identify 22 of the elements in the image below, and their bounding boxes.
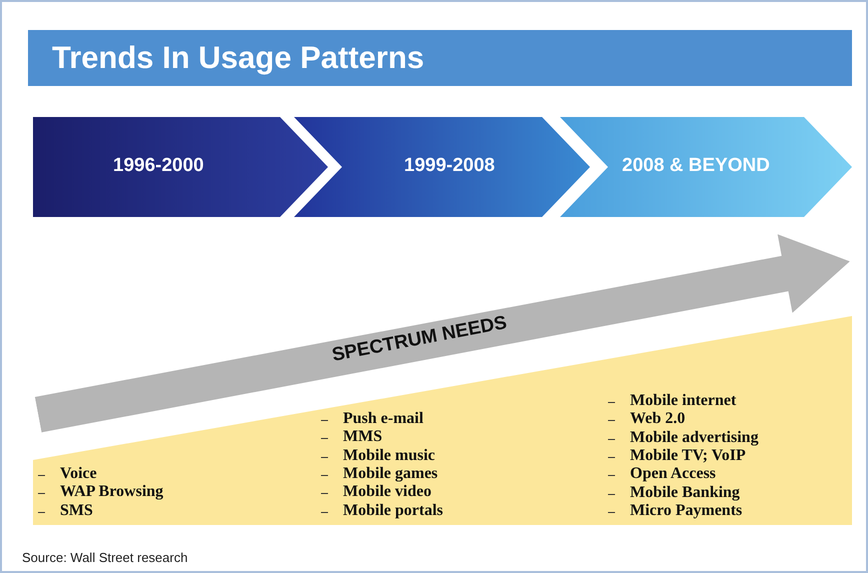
list-item: Micro Payments	[630, 502, 742, 520]
list-item: Mobile music	[343, 446, 435, 465]
arrow-label: SPECTRUM NEEDS	[330, 312, 509, 367]
list-item: Open Access	[630, 465, 716, 484]
title-bar: Trends In Usage Patterns	[28, 30, 852, 86]
list-item: SMS	[60, 502, 93, 520]
list-item: Mobile TV; VoIP	[630, 446, 746, 465]
period-label: 1996-2000	[113, 155, 204, 177]
list-item: Mobile internet	[630, 392, 736, 410]
list-item: Push e-mail	[343, 410, 424, 428]
period-label: 2008 & BEYOND	[622, 155, 770, 177]
list-item: MMS	[343, 428, 382, 446]
list-item: Mobile advertising	[630, 428, 758, 447]
period-label: 1999-2008	[404, 155, 495, 177]
list-item: Mobile portals	[343, 502, 443, 520]
list-item: Voice	[60, 465, 97, 483]
source-note: Source: Wall Street research	[22, 550, 188, 565]
list-item: Web 2.0	[630, 410, 686, 428]
list-item: Mobile games	[343, 464, 438, 483]
list-item: WAP Browsing	[60, 483, 164, 502]
list-item: Mobile Banking	[630, 484, 740, 502]
list-item: Mobile video	[343, 483, 432, 502]
